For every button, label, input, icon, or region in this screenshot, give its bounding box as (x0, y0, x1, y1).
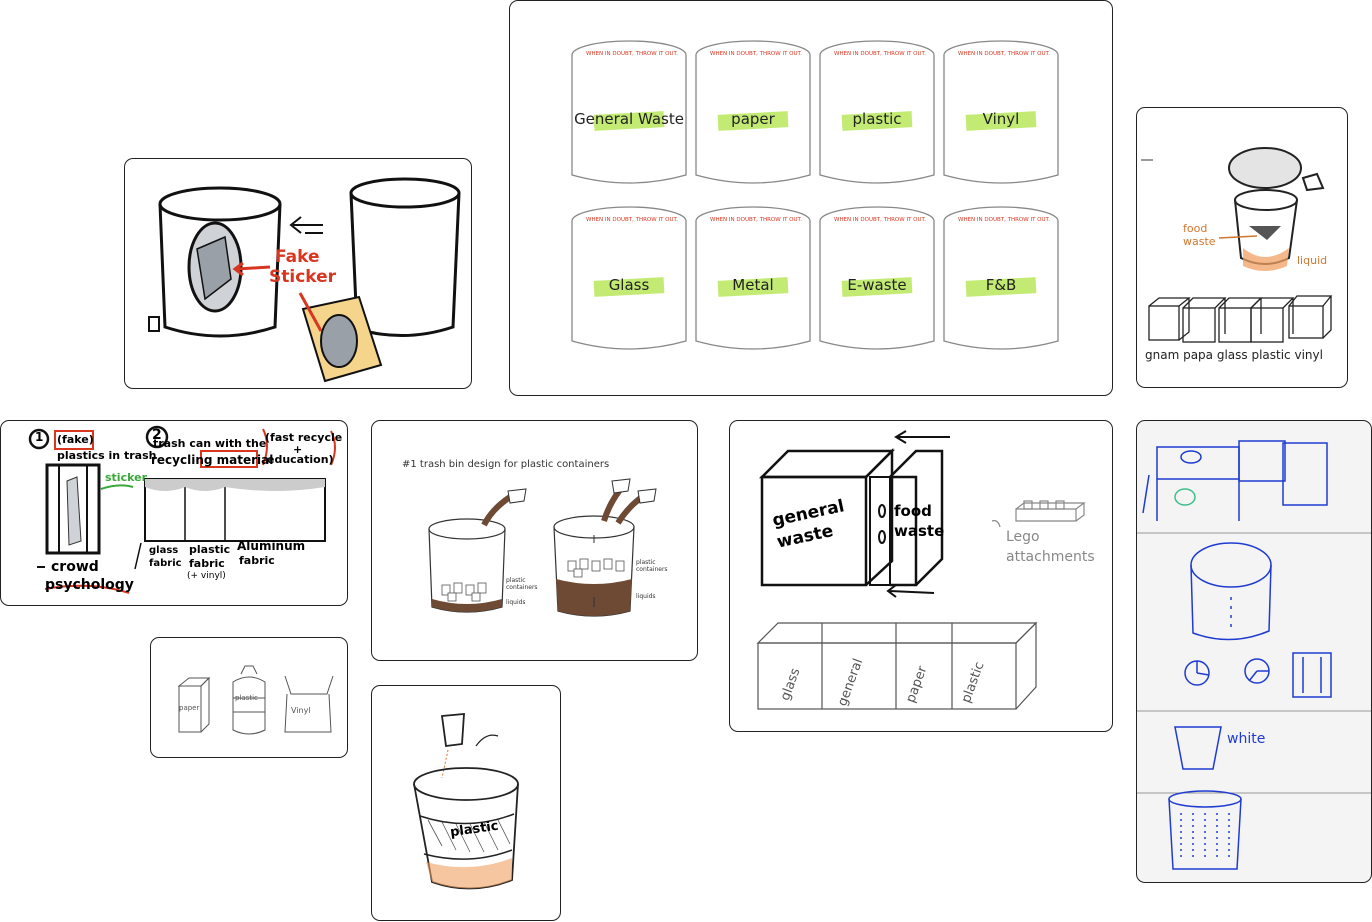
bin-slogan: WHEN IN DOUBT, THROW IT OUT. (834, 51, 926, 57)
concept-2-number: 2 (152, 427, 162, 443)
plastic-can-sketch (413, 713, 519, 890)
bin-slogan: WHEN IN DOUBT, THROW IT OUT. (958, 217, 1050, 223)
sticker-label: Sticker (269, 267, 337, 287)
food-waste-sketch (1141, 147, 1333, 343)
bin-slogan: WHEN IN DOUBT, THROW IT OUT. (834, 217, 926, 223)
concept-2-text1: trash can with the (153, 437, 267, 450)
bin-1 (695, 40, 811, 184)
bin-0 (571, 40, 687, 184)
concept-1-fake: (fake) (57, 433, 94, 446)
aluminum-fabric-2: fabric (239, 554, 275, 567)
aluminum-fabric-1: Aluminum (237, 539, 306, 553)
general-food-sketch (756, 430, 1086, 710)
plastic-fabric-1: plastic (189, 543, 231, 556)
packages-sketch (177, 665, 334, 735)
food-waste-label: food waste (1183, 222, 1216, 248)
fake-sticker-sketch (148, 177, 461, 383)
plastic-containers-sketch (428, 478, 657, 617)
bin-5 (695, 206, 811, 350)
package-paper: paper (179, 704, 200, 712)
bin-label: plastic (852, 110, 902, 128)
bin-type-labels: gnam papa glass plastic vinyl (1145, 348, 1323, 362)
right-containers-label: plastic containers (636, 559, 668, 573)
left-containers-label: plastic containers (506, 577, 538, 591)
concept-3-text1: (fast recycle (265, 431, 343, 444)
food-waste-label: food waste (894, 502, 945, 540)
bin-label: Glass (608, 276, 650, 294)
concepts-card[interactable]: 1 2 (fake) plastics in trash trash can w… (0, 420, 348, 606)
bins-grid-card[interactable]: WHEN IN DOUBT, THROW IT OUT. General Wast… (509, 0, 1113, 396)
bin-6 (819, 206, 935, 350)
bin-label: E-waste (847, 276, 907, 294)
glass-fabric-2: fabric (149, 558, 182, 569)
concept-2-text2: recycling material (151, 453, 274, 467)
bin-4 (571, 206, 687, 350)
sticker-note: sticker (105, 471, 148, 484)
bin-2 (819, 40, 935, 184)
right-liquids-label: liquids (636, 593, 656, 600)
plastic-fabric-2: fabric (189, 557, 225, 570)
concept-1-number: 1 (35, 430, 44, 444)
concept-1-text: plastics in trash (57, 449, 157, 462)
white-label: white (1227, 731, 1266, 747)
plastic-can-card[interactable]: plastic (371, 685, 561, 921)
concept-3-text2: + (293, 443, 303, 456)
concept-3-text3: education) (267, 453, 334, 466)
plastic-fabric-3: (+ vinyl) (187, 571, 226, 581)
bin-label: General Waste (574, 110, 684, 128)
plastic-containers-title: #1 trash bin design for plastic containe… (402, 459, 610, 470)
bin-3 (943, 40, 1059, 184)
psychology-text: psychology (45, 577, 134, 593)
package-plastic: plastic (235, 694, 258, 702)
bin-slogan: WHEN IN DOUBT, THROW IT OUT. (586, 51, 678, 57)
bin-label: Metal (732, 276, 774, 294)
bin-label: Vinyl (982, 110, 1020, 128)
blue-sketch (1137, 440, 1371, 870)
bin-slogan: WHEN IN DOUBT, THROW IT OUT. (586, 217, 678, 223)
bin-label: F&B (985, 276, 1017, 294)
liquid-label: liquid (1297, 254, 1328, 267)
packages-card[interactable]: paper plastic Vinyl (150, 637, 348, 758)
bin-7 (943, 206, 1059, 350)
fake-label: Fake (275, 247, 320, 267)
food-waste-card[interactable]: food waste liquid gnam papa glass plasti… (1136, 107, 1348, 388)
bin-slogan: WHEN IN DOUBT, THROW IT OUT. (710, 217, 802, 223)
package-vinyl: Vinyl (291, 706, 311, 715)
concepts-sketch (28, 425, 336, 594)
blue-sketch-card[interactable]: white (1136, 420, 1372, 883)
glass-fabric-1: glass (149, 545, 179, 556)
fake-sticker-card[interactable]: Fake Sticker (124, 158, 472, 389)
crowd-text: crowd (51, 559, 99, 575)
left-liquids-label: liquids (506, 599, 526, 606)
plastic-containers-card[interactable]: #1 trash bin design for plastic containe… (371, 420, 698, 661)
bin-slogan: WHEN IN DOUBT, THROW IT OUT. (958, 51, 1050, 57)
general-food-card[interactable]: general waste food waste Lego attachment… (729, 420, 1113, 732)
lego-attachments-label: Lego attachments (1006, 529, 1095, 565)
bin-slogan: WHEN IN DOUBT, THROW IT OUT. (710, 51, 802, 57)
bin-label: paper (731, 110, 775, 128)
